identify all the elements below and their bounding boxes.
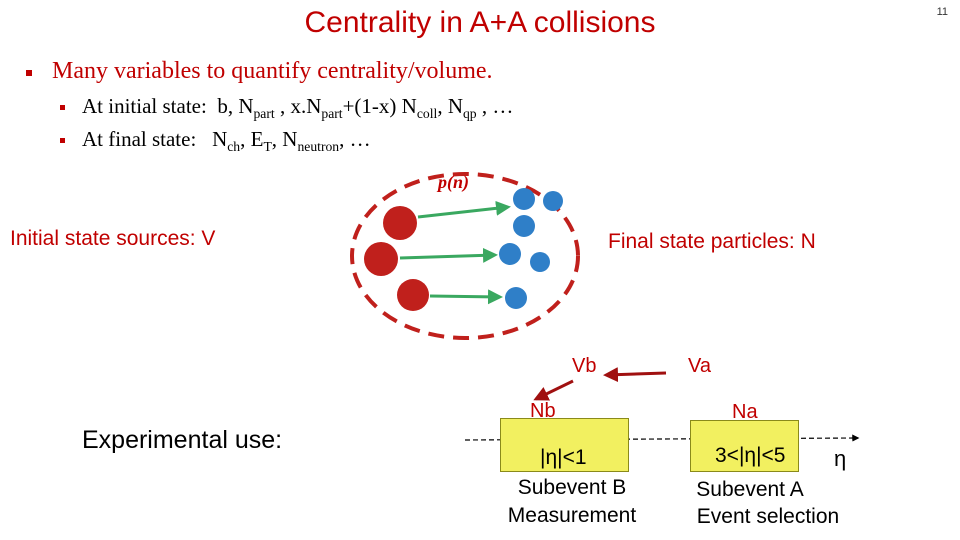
pn-label: p(n) (438, 172, 469, 193)
particle-dot (530, 252, 550, 272)
subevent-a-range: 3<|η|<5 (715, 444, 785, 468)
transfer-arrow (430, 296, 500, 297)
particle-dot (513, 188, 535, 210)
subevent-b-name: Subevent B (498, 476, 646, 500)
transfer-arrow (418, 207, 508, 217)
particle-dot (505, 287, 527, 309)
subevent-a-role: Event selection (680, 505, 856, 529)
source-dot (364, 242, 398, 276)
initial-state-label: Initial state sources: V (10, 227, 215, 251)
eta-axis-label: η (834, 446, 846, 472)
vb-to-nb-arrow (536, 381, 573, 399)
experimental-use-label: Experimental use: (82, 426, 282, 455)
final-state-label: Final state particles: N (608, 230, 816, 254)
va-to-vb-arrow (606, 373, 666, 375)
subevent-b-range: |η|<1 (540, 446, 587, 470)
vb-label: Vb (572, 355, 596, 378)
source-dot (383, 206, 417, 240)
particle-dot (543, 191, 563, 211)
subevent-b-role: Measurement (494, 504, 650, 528)
source-dot (397, 279, 429, 311)
nb-label: Nb (530, 400, 556, 423)
na-label: Na (732, 401, 758, 424)
va-label: Va (688, 355, 711, 378)
transfer-arrow (400, 255, 495, 258)
particle-dot (513, 215, 535, 237)
particle-dot (499, 243, 521, 265)
subevent-a-name: Subevent A (684, 478, 816, 502)
